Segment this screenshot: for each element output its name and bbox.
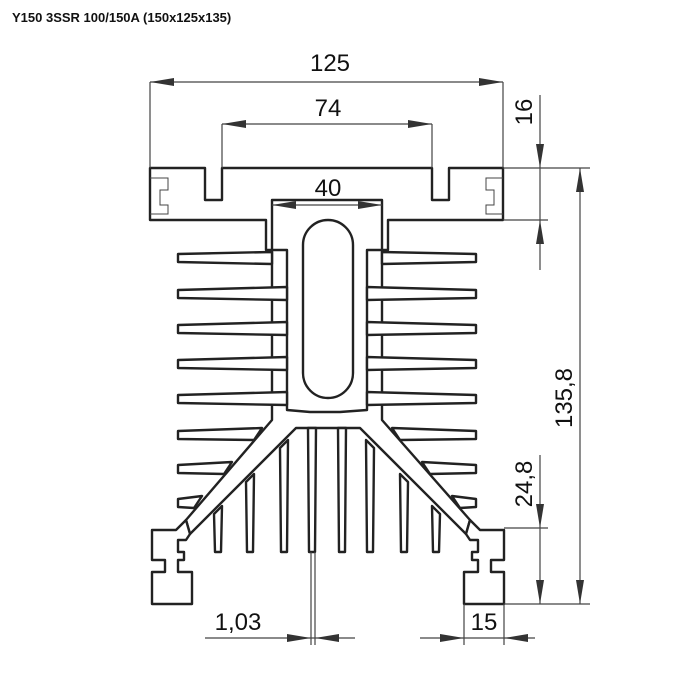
dim-top-flange-height: 16 (511, 99, 538, 126)
dim-foot-width: 15 (471, 609, 498, 636)
center-oval-slot (301, 218, 355, 400)
right-fins (365, 250, 478, 510)
dim-lower-section-height: 24,8 (511, 461, 538, 508)
left-fins (176, 250, 289, 510)
page-title: Y150 3SSR 100/150A (150x125x135) (12, 10, 232, 25)
dim-fin-thickness: 1,03 (215, 609, 262, 636)
dimension-lines (149, 78, 590, 645)
dim-center-width: 40 (315, 175, 342, 202)
dim-total-height: 135,8 (551, 368, 578, 428)
right-foot (462, 518, 506, 606)
dim-slot-spacing: 74 (315, 95, 342, 122)
left-foot (150, 518, 194, 606)
heatsink-profile (148, 166, 506, 606)
bottom-fins (212, 426, 442, 554)
dim-overall-width: 125 (310, 50, 350, 77)
